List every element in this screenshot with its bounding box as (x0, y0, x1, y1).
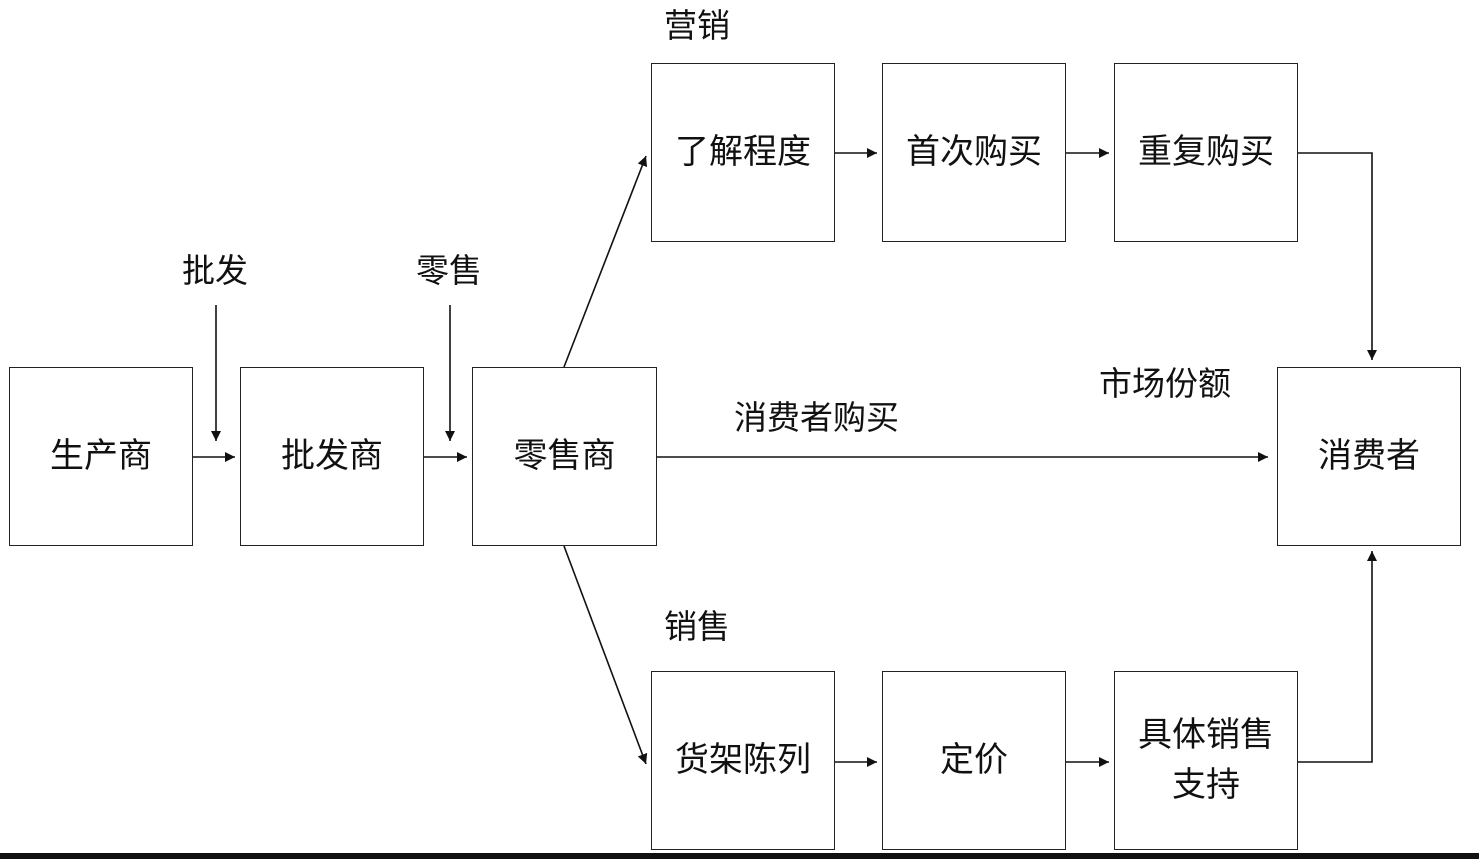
arrow-retailer-to-shelf-display (563, 545, 648, 765)
node-awareness: 了解程度 (651, 63, 835, 242)
label-wholesale: 批发 (182, 251, 248, 290)
arrow-sales-support-to-consumer (1298, 551, 1377, 763)
node-sales-support-label-line2: 支持 (1172, 764, 1240, 805)
node-pricing-label: 定价 (940, 739, 1008, 780)
node-retailer: 零售商 (472, 367, 657, 546)
node-wholesaler: 批发商 (240, 367, 424, 546)
node-first-purchase: 首次购买 (882, 63, 1066, 242)
node-pricing: 定价 (882, 671, 1066, 850)
label-sales: 销售 (664, 607, 730, 646)
node-shelf-display: 货架陈列 (651, 671, 835, 850)
label-market-share: 市场份额 (1099, 364, 1231, 403)
node-consumer-label: 消费者 (1318, 435, 1420, 476)
arrow-retailer-to-awareness (563, 155, 648, 368)
arrow-repeat-purchase-to-consumer (1298, 152, 1377, 360)
node-producer-label: 生产商 (50, 435, 152, 476)
node-wholesaler-label: 批发商 (281, 435, 383, 476)
label-consumer-purchase: 消费者购买 (734, 398, 899, 437)
node-repeat-purchase-label: 重复购买 (1138, 131, 1274, 172)
node-repeat-purchase: 重复购买 (1114, 63, 1298, 242)
node-awareness-label: 了解程度 (675, 131, 811, 172)
label-retail: 零售 (416, 251, 482, 290)
node-shelf-display-label: 货架陈列 (675, 739, 811, 780)
node-consumer: 消费者 (1277, 367, 1461, 546)
node-producer: 生产商 (9, 367, 193, 546)
node-sales-support: 具体销售 支持 (1114, 671, 1298, 850)
node-sales-support-label-line1: 具体销售 (1138, 715, 1274, 756)
node-first-purchase-label: 首次购买 (906, 131, 1042, 172)
node-retailer-label: 零售商 (513, 435, 616, 476)
bottom-border (0, 853, 1479, 859)
label-marketing: 营销 (664, 6, 730, 45)
